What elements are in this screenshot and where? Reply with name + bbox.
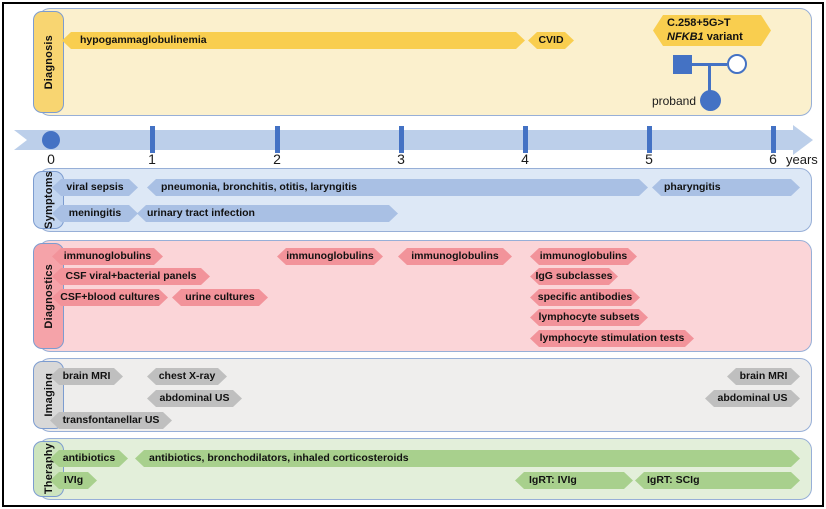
timeline-label-0: 0 [47, 151, 55, 167]
timeline-tail-notch [14, 130, 27, 150]
badge-urinary-tract-infection: urinary tract infection [137, 205, 398, 222]
badge-igrt-scig: IgRT: SCIg [635, 472, 800, 489]
badge-lymphocyte-subsets: lymphocyte subsets [530, 309, 648, 326]
pedigree-descent-line [708, 64, 711, 92]
badge-specific-antibodies: specific antibodies [530, 289, 640, 306]
timeline-origin-dot [42, 131, 60, 149]
badge-immunoglobulins-2: immunoglobulins [277, 248, 383, 265]
badge-igrt-ivig: IgRT: IVIg [515, 472, 633, 489]
therapy-band [38, 438, 812, 500]
variant-gene-name: NFKB1 [667, 30, 704, 43]
badge-cvid: CVID [528, 32, 574, 49]
pedigree-proband-circle [700, 90, 721, 111]
timeline-label-4: 4 [521, 151, 529, 167]
badge-hypogammaglobulinemia: hypogammaglobulinemia [62, 32, 525, 49]
badge-csf-blood-cultures: CSF+blood cultures [52, 289, 168, 306]
badge-abdominal-us-late: abdominal US [705, 390, 800, 407]
badge-immunoglobulins-4: immunoglobulins [530, 248, 637, 265]
diagnosis-band-label-text: Diagnosis [42, 34, 55, 90]
therapy-band-label-text: Theraphy [42, 443, 55, 495]
timeline-arrowhead-icon [793, 125, 813, 155]
badge-immunoglobulins-1: immunoglobulins [52, 248, 163, 265]
pedigree-proband-label: proband [651, 94, 696, 108]
timeline-unit-label: years [786, 152, 818, 167]
timeline-tick-1 [150, 126, 155, 153]
badge-igg-subclasses: IgG subclasses [530, 268, 618, 285]
badge-brain-mri-late: brain MRI [727, 368, 800, 385]
badge-chest-xray: chest X-ray [147, 368, 227, 385]
variant-suffix: variant [703, 30, 743, 43]
timeline-tick-5 [647, 126, 652, 153]
badge-nfkb1-variant: C.258+5G>T NFKB1 variant [653, 15, 771, 46]
imaging-band-label-text: Imaging [42, 373, 55, 417]
badge-transfontanellar-us: transfontanellar US [50, 412, 172, 429]
badge-pharyngitis: pharyngitis [652, 179, 800, 196]
timeline-label-1: 1 [148, 151, 156, 167]
timeline-tick-6 [771, 126, 776, 153]
timeline-label-6: 6 [769, 151, 777, 167]
badge-meningitis: meningitis [52, 205, 138, 222]
badge-abdominal-us-early: abdominal US [147, 390, 242, 407]
timeline-tick-4 [523, 126, 528, 153]
pedigree-mother-circle [727, 54, 747, 74]
badge-ivig: IVIg [50, 472, 97, 489]
variant-line1: C.258+5G>T [667, 17, 731, 29]
badge-antibiotics: antibiotics [50, 450, 128, 467]
badge-csf-viral-bacterial-panels: CSF viral+bacterial panels [52, 268, 210, 285]
symptoms-band [38, 168, 812, 232]
badge-viral-sepsis: viral sepsis [52, 179, 138, 196]
diagnostics-band-label-text: Diagnostics [42, 263, 55, 329]
pedigree-affected-father-square [673, 55, 692, 74]
timeline-tick-3 [399, 126, 404, 153]
timeline-label-2: 2 [273, 151, 281, 167]
timeline-label-3: 3 [397, 151, 405, 167]
diagnosis-band-label: Diagnosis [33, 11, 64, 113]
variant-line2: NFKB1 variant [667, 31, 771, 45]
badge-pneumonia-bronchitis-otitis-laryngitis: pneumonia, bronchitis, otitis, laryngiti… [147, 179, 648, 196]
badge-lymphocyte-stimulation-tests: lymphocyte stimulation tests [530, 330, 694, 347]
symptoms-band-label-text: Symptoms [42, 171, 55, 229]
badge-brain-mri-early: brain MRI [50, 368, 123, 385]
timeline-label-5: 5 [645, 151, 653, 167]
timeline-tick-2 [275, 126, 280, 153]
badge-immunoglobulins-3: immunoglobulins [398, 248, 512, 265]
badge-antibiotics-bronchodilators-corticosteroids: antibiotics, bronchodilators, inhaled co… [135, 450, 800, 467]
badge-urine-cultures: urine cultures [172, 289, 268, 306]
